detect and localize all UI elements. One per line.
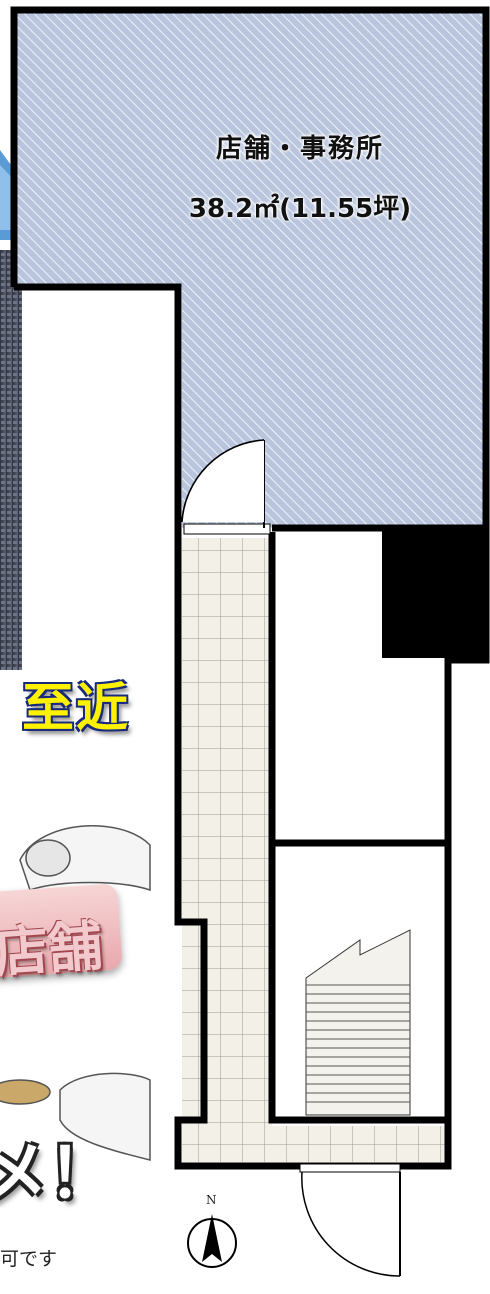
corridor-floor — [182, 538, 448, 1162]
shop-door — [181, 439, 265, 528]
compass-north-label: N — [206, 1193, 217, 1207]
promo-recommend-text: メ！ — [0, 1135, 117, 1214]
room-name-label: 店舗・事務所 — [215, 134, 384, 164]
promo-shop-text: 店舗 — [0, 914, 105, 985]
promo-near-station-text: 至近 — [22, 679, 131, 739]
pillar — [382, 528, 486, 658]
walls — [10, 6, 490, 1170]
promo-sketch-decoration — [0, 825, 151, 1161]
entrance-door — [299, 1163, 401, 1277]
shop-office-room — [14, 10, 483, 528]
north-compass — [187, 1214, 237, 1268]
staircase — [305, 929, 411, 1116]
promo-note-text: 可です — [0, 1248, 58, 1270]
room-area-label: 38.2㎡(11.55坪) — [188, 194, 412, 224]
